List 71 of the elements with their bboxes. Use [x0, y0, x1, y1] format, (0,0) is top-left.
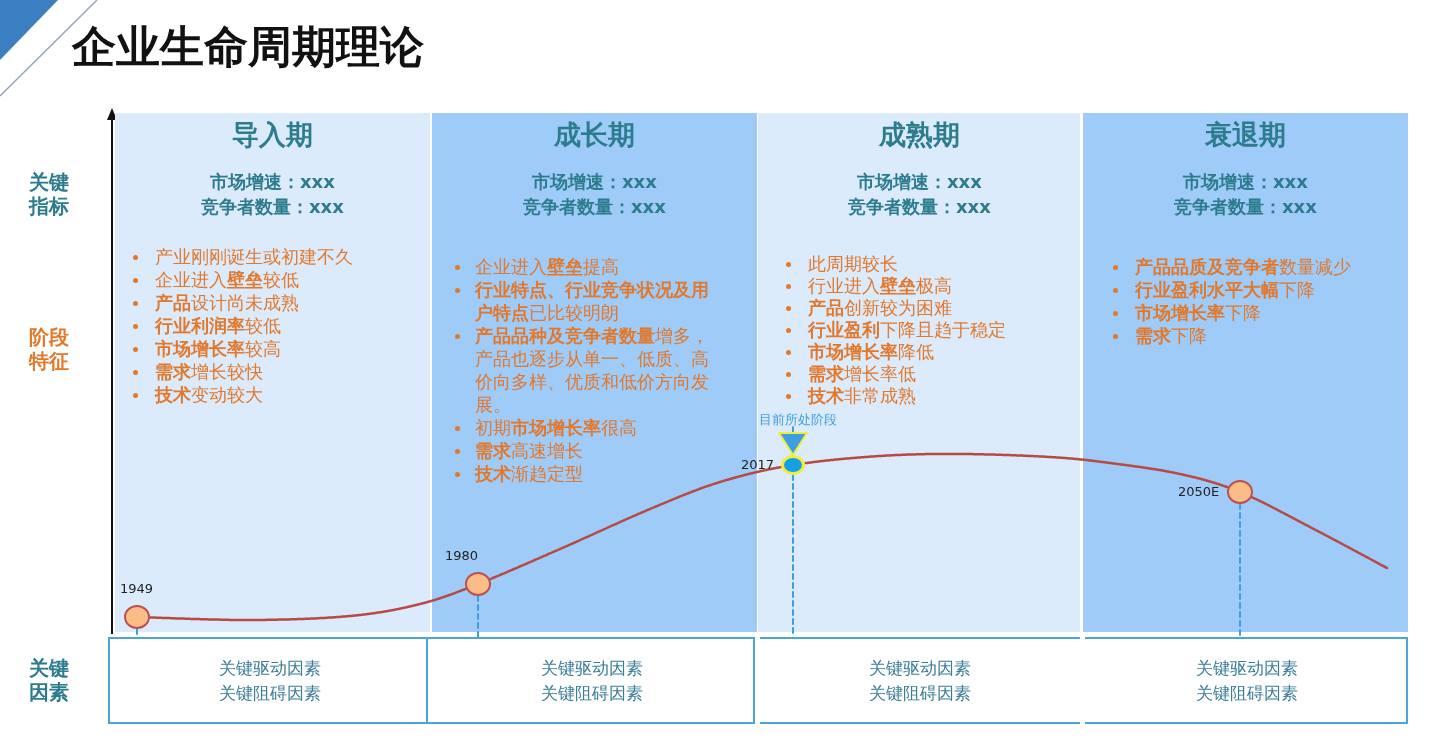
metric-text: 市场增速：xxx [532, 170, 657, 194]
dashed-connector [1239, 503, 1241, 638]
lifecycle-curve [804, 452, 1229, 489]
factor-text: 关键驱动因素 [541, 657, 643, 680]
factor-box [760, 637, 1080, 724]
factor-text: 关键阻碍因素 [219, 682, 321, 705]
feature-text: 企业进入壁垒较低 [155, 268, 299, 291]
milestone-marker [781, 455, 805, 475]
feature-text: 技术变动较大 [155, 383, 263, 406]
callout-text: 目前所处阶段 [759, 412, 837, 427]
factor-text: 关键阻碍因素 [1196, 682, 1298, 705]
stage-band [1083, 113, 1408, 632]
lifecycle-curve [488, 465, 782, 581]
feature-text: 行业进入壁垒极高 [808, 275, 952, 297]
feature-text: 产品设计尚未成熟 [155, 291, 299, 314]
stage-heading: 导入期 [232, 118, 313, 152]
milestone-marker [465, 572, 491, 596]
year-label: 1980 [445, 548, 479, 564]
factor-text: 关键驱动因素 [219, 657, 321, 680]
factor-text: 关键驱动因素 [1196, 657, 1298, 680]
feature-text: 产业刚刚诞生或初建不久 [155, 245, 353, 268]
feature-text: 行业盈利水平大幅下降 [1135, 278, 1315, 301]
feature-text: 市场增长率下降 [1135, 301, 1261, 324]
dashed-connector [136, 628, 138, 638]
feature-text: 行业盈利下降且趋于稳定 [808, 319, 1006, 341]
factor-text: 关键驱动因素 [869, 657, 971, 680]
feature-text: 市场增长率较高 [155, 337, 281, 360]
metric-text: 市场增速：xxx [210, 170, 335, 194]
stage-heading: 成长期 [554, 118, 635, 152]
metric-text: 市场增速：xxx [857, 170, 982, 194]
feature-text: 此周期较长 [808, 253, 898, 275]
metric-text: 市场增速：xxx [1183, 170, 1308, 194]
factor-box [428, 637, 755, 724]
lifecycle-curve [148, 587, 467, 622]
feature-text: 需求增长率低 [808, 363, 916, 385]
feature-text: 技术非常成熟 [808, 385, 916, 407]
row-label: 阶段特征 [29, 325, 70, 373]
metric-text: 竞争者数量：xxx [1174, 195, 1317, 219]
feature-text: 行业特点、行业竞争状况及用户特点已比较明朗 [475, 278, 710, 324]
metric-text: 竞争者数量：xxx [848, 195, 991, 219]
feature-text: 需求下降 [1135, 324, 1207, 347]
feature-text: 技术渐趋定型 [475, 462, 583, 485]
feature-text: 需求增长较快 [155, 360, 263, 383]
stage-band [115, 113, 430, 632]
year-label: 2050E [1178, 484, 1220, 500]
page-title: 企业生命周期理论 [72, 20, 424, 74]
milestone-marker [124, 605, 150, 629]
factor-text: 关键阻碍因素 [541, 682, 643, 705]
factor-box [1085, 637, 1408, 724]
feature-text: 需求高速增长 [475, 439, 583, 462]
feature-text: 初期市场增长率很高 [475, 416, 637, 439]
metric-text: 竞争者数量：xxx [523, 195, 666, 219]
feature-text: 企业进入壁垒提高 [475, 255, 619, 278]
row-label: 关键因素 [29, 656, 70, 704]
year-label: 2017 [741, 457, 775, 473]
feature-text: 产品品质及竞争者数量减少 [1135, 255, 1351, 278]
stage-heading: 衰退期 [1205, 118, 1286, 152]
stage-heading: 成熟期 [879, 118, 960, 152]
milestone-marker [1227, 480, 1253, 504]
pointer-arrow [778, 426, 808, 456]
factor-box [108, 637, 428, 724]
factor-text: 关键阻碍因素 [869, 682, 971, 705]
year-label: 1949 [120, 581, 154, 597]
feature-text: 产品品种及竞争者数量增多，产品也逐步从单一、低质、高价向多样、优质和低价方向发展。 [475, 324, 710, 416]
feature-text: 产品创新较为困难 [808, 297, 952, 319]
dashed-connector [477, 595, 479, 638]
feature-text: 市场增长率降低 [808, 341, 934, 363]
feature-text: 行业利润率较低 [155, 314, 281, 337]
metric-text: 竞争者数量：xxx [201, 195, 344, 219]
row-label: 关键指标 [29, 170, 70, 218]
lifecycle-curve [1250, 496, 1389, 570]
